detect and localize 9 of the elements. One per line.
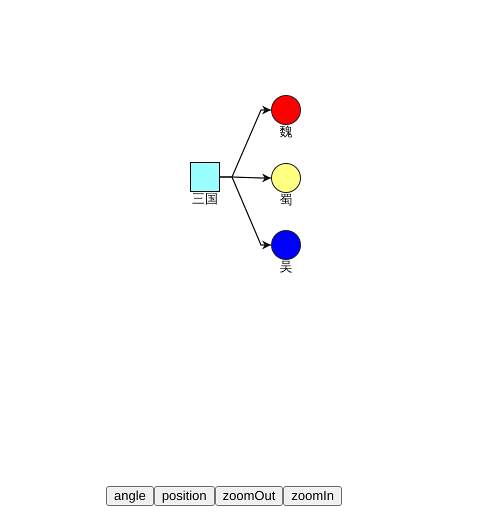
node-label: 三国 xyxy=(192,193,218,207)
control-button: angle xyxy=(106,486,154,506)
node-label: 蜀 xyxy=(280,194,292,208)
arrow xyxy=(220,176,271,250)
node-label: 吴 xyxy=(280,261,292,275)
control-button: zoomOut xyxy=(214,486,284,506)
node-label: 魏 xyxy=(280,126,292,140)
control-button: position xyxy=(154,486,215,506)
control-button: zoomIn xyxy=(283,486,342,506)
